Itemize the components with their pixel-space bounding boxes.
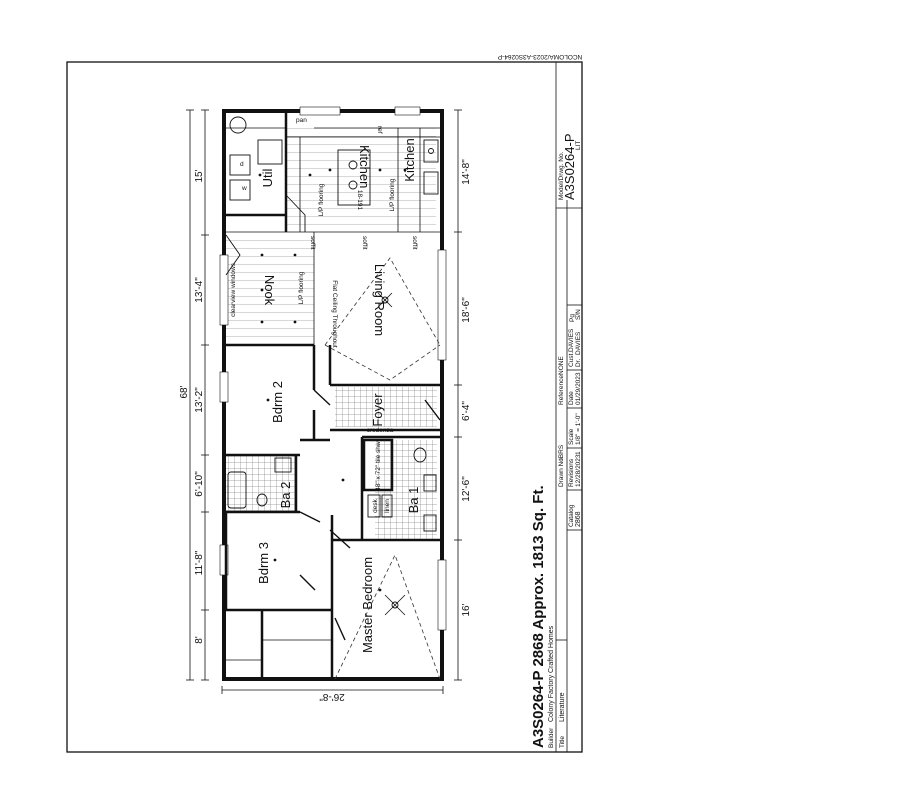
dim-left-13-2: 13'-2" — [194, 387, 205, 413]
tb-cust-value: DAVIES — [568, 328, 575, 352]
tb-model-label: Model/Drwg. No. — [558, 151, 565, 200]
room-kitchen-a: Kitchen — [357, 145, 372, 188]
sheet-border — [66, 61, 583, 753]
note-lvp-3: L/P flooring — [298, 271, 305, 304]
note-d: d — [240, 161, 244, 168]
bathtub-icon — [227, 471, 247, 509]
plan-title: A3S0264-P 2868 Approx. 1813 Sq. Ft. — [530, 485, 547, 748]
washer-icon — [229, 179, 251, 201]
note-desk: desk — [372, 498, 379, 512]
tb-drawn-value: IBRS — [558, 444, 565, 460]
note-clearview-windows: clearview windows — [230, 262, 237, 317]
room-nook: Nook — [262, 275, 277, 306]
room-util: Util — [260, 169, 275, 188]
sink-icon — [423, 514, 437, 532]
tb-reference-label: Reference — [558, 375, 565, 405]
tb-date-value: 01/29/2023 — [575, 372, 582, 405]
note-soffit-1: soffit — [309, 236, 316, 250]
tb-model-value: A3S0264-P — [562, 134, 577, 201]
note-credenza: credenza — [367, 427, 394, 434]
dimensions: 15' 13'-4" 13'-2" 6'-10" 11'-8" 8' 68' 1… — [179, 109, 472, 702]
room-foyer: Foyer — [370, 393, 385, 427]
kitchen-floor-lvp — [286, 128, 436, 232]
tb-drawn-label: Drawn No. — [558, 456, 565, 487]
room-ba-1: Ba 1 — [406, 487, 421, 514]
water-heater-icon — [229, 116, 247, 134]
tb-reference-value: NONE — [558, 356, 565, 375]
tb-scale-value: 1/8" = 1'-0" — [575, 413, 582, 445]
dim-left-13-4: 13'-4" — [194, 277, 205, 303]
tb-catalog-value: 2868 — [575, 511, 582, 527]
tb-sn-label: S/N — [575, 309, 582, 320]
tb-builder-value: Colony Factory Crafted Homes — [548, 625, 555, 722]
toilet-icon — [256, 493, 268, 507]
linen-closet — [381, 494, 393, 518]
dim-left-6-10: 6'-10" — [194, 471, 205, 497]
ceiling-fan-icon — [384, 594, 406, 616]
dryer-icon — [229, 154, 251, 176]
kitchen-island — [337, 149, 371, 206]
note-pan: pan — [296, 117, 307, 124]
tb-title-value: Literature — [559, 692, 566, 722]
dim-right-14-8: 14'-8" — [461, 159, 472, 185]
dim-left-8: 8' — [194, 636, 205, 644]
note-island: 18-191 — [356, 190, 363, 211]
foyer-tile — [335, 387, 437, 427]
tb-revisions-value: 1 — [575, 451, 582, 455]
tile-shower — [362, 438, 394, 492]
bath2-tile — [226, 456, 296, 512]
vault-ceiling-lines — [324, 257, 441, 381]
note-soffit-3: soffit — [411, 236, 418, 250]
room-bdrm-2: Bdrm 2 — [270, 381, 285, 423]
dim-width-26-8: 26'-8" — [319, 691, 345, 702]
tb-revdate-value: 12/28/2023 — [575, 454, 582, 487]
dim-left-11-8: 11'-8" — [194, 550, 205, 575]
desk — [367, 494, 381, 518]
note-tile-shower: 48" x 72" tile shwr — [375, 438, 382, 490]
dim-right-18-6: 18'-6" — [461, 297, 472, 323]
ceiling-fan-icon — [377, 292, 393, 308]
room-master-bedroom: Master Bedroom — [360, 557, 375, 653]
sink-icon — [423, 474, 437, 492]
tb-title-label: Title — [559, 736, 566, 748]
dim-right-16: 16' — [461, 603, 472, 616]
tb-scale-label: Scale — [568, 428, 575, 445]
tb-dr-value: DAVIES — [575, 331, 582, 355]
note-soffit-2: soffit — [361, 236, 368, 250]
tb-dr-label: Dr. — [575, 359, 582, 368]
tb-builder-label: Builder — [548, 727, 555, 748]
tb-lit-value: LIT — [575, 141, 582, 150]
title-block: Title Literature Builder Colony Factory … — [548, 62, 582, 752]
tb-catalog-label: Catalog — [568, 504, 575, 527]
tb-revisions-label: Revisions — [568, 458, 575, 487]
toilet-icon — [413, 447, 427, 463]
dim-right-6-4: 6'-4" — [461, 401, 472, 421]
dim-left-15: 15' — [194, 169, 205, 182]
note-w: w — [241, 185, 247, 192]
note-flat-ceiling: Flat Ceiling Throughout — [331, 280, 338, 348]
tb-cust-label: Cust. — [568, 352, 575, 367]
nook-floor-lvp — [226, 235, 314, 345]
room-ba-2: Ba 2 — [278, 482, 293, 509]
note-lvp-2: L/P flooring — [389, 178, 396, 211]
header-code: NCOLOMA/2023-A3S0264-P — [498, 53, 583, 60]
dim-right-12-6: 12'-6" — [461, 476, 472, 502]
tb-date-label: Date — [568, 391, 575, 405]
dim-overall-68: 68' — [179, 385, 190, 398]
room-bdrm-3: Bdrm 3 — [256, 542, 271, 584]
note-ref: ref — [376, 126, 383, 134]
note-linen: linen — [384, 499, 391, 513]
room-living-room: Living Room — [372, 264, 387, 336]
note-lvp-1: L/P flooring — [318, 183, 325, 216]
tb-pg-label: Pg — [569, 314, 576, 322]
room-kitchen-b: Kitchen — [402, 138, 417, 181]
floor-plan: Kitchen Kitchen Util Nook Living Room Fl… — [219, 106, 447, 681]
